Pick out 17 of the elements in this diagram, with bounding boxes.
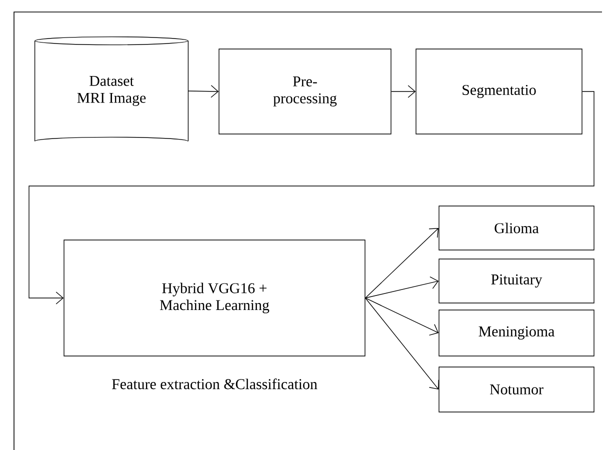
arrow bbox=[188, 85, 219, 98]
arrow bbox=[365, 298, 439, 336]
process-box: Segmentatio bbox=[416, 48, 582, 134]
process-box: Glioma bbox=[438, 206, 594, 250]
node-label: Dataset MRI Image bbox=[77, 76, 146, 106]
arrow bbox=[365, 298, 439, 390]
database-cylinder: Dataset MRI Image bbox=[34, 36, 189, 142]
arrow bbox=[391, 85, 416, 98]
arrow bbox=[365, 228, 439, 298]
arrow bbox=[365, 276, 439, 298]
process-box: Pre- processing bbox=[218, 48, 392, 134]
process-box: Meningioma bbox=[438, 310, 594, 356]
caption-text: Feature extraction &Classification bbox=[112, 378, 318, 390]
arrow bbox=[28, 91, 594, 304]
process-box: Hybrid VGG16 + Machine Learning bbox=[64, 240, 366, 356]
process-box: Pituitary bbox=[438, 258, 594, 304]
process-box: Notumor bbox=[438, 366, 594, 412]
